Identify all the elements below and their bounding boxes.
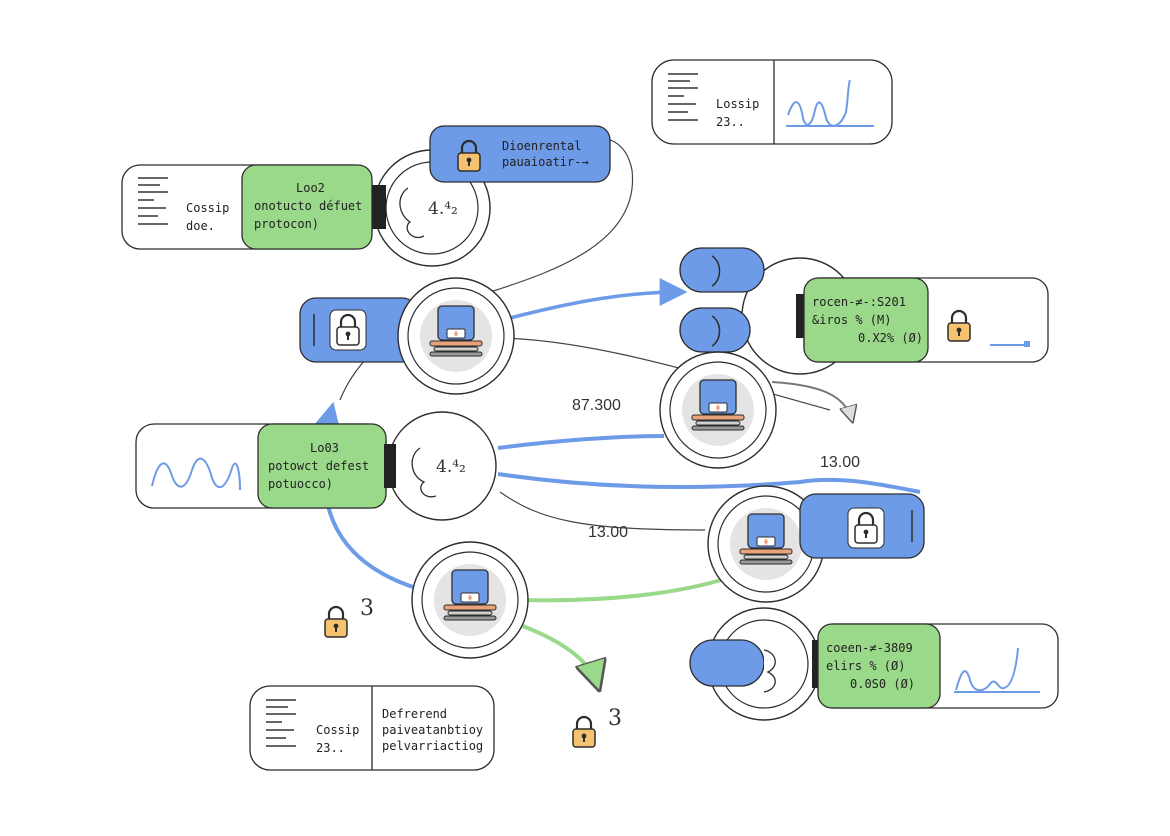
lock-icon — [323, 605, 349, 639]
card-top-right-text2: 23.. — [716, 115, 745, 129]
lock-pill-left — [299, 297, 419, 363]
edge-label-b: 13.00 — [820, 454, 860, 471]
card-left-top-text2: doe. — [186, 219, 215, 233]
card-right-bottom-green2: elirs % (Ø) — [826, 659, 905, 673]
edge-thin-mid — [499, 491, 706, 531]
waveform-icon — [151, 457, 241, 491]
right-bottom-cluster: coeen-≠-3809 elirs % (Ø) 0.0S0 (Ø) — [689, 607, 1059, 721]
card-right-bottom-green3: 0.0S0 (Ø) — [850, 677, 915, 691]
right-top-cluster: rocen-≠-:S201 &iros % (M) 0.X2% (Ø) — [679, 247, 1049, 375]
card-left-top-green1: Loo2 — [296, 181, 325, 195]
edge-gray-arrow — [771, 381, 852, 420]
edge-label-c: 13.00 — [588, 524, 628, 541]
card-left-mid-green2: potowct defest — [268, 459, 369, 473]
lock-number-left: 3 — [360, 596, 374, 621]
blue-pill-top: 4.⁴₂ Dioenrental pauaioatir-→ — [373, 125, 611, 267]
card-bottom: Cossip 23.. Defrerend paiveatanbtioy pel… — [249, 685, 495, 771]
card-bottom-right1: Defrerend — [382, 707, 447, 721]
blue-pill-line2: pauaioatir-→ — [502, 155, 589, 169]
edge-thin-long — [499, 337, 831, 411]
card-left-mid-green3: potuocco) — [268, 477, 333, 491]
laptop-node-2 — [659, 351, 777, 469]
waveform-icon — [787, 79, 851, 127]
laptop-node-4 — [411, 541, 529, 659]
card-left-mid: 4.⁴₂ Lo03 potowct defest potuocco) — [135, 411, 497, 521]
card-left-top: Cossip doe. Loo2 onotucto défuet protoco… — [121, 164, 386, 250]
edge-thin-top — [489, 137, 634, 293]
card-bottom-right2: paiveatanbtioy — [382, 723, 483, 737]
card-right-top-green1: rocen-≠-:S201 — [812, 295, 906, 309]
card-bottom-text1: Cossip — [316, 723, 359, 737]
card-right-bottom-green1: coeen-≠-3809 — [826, 641, 913, 655]
card-left-top-text1: Cossip — [186, 201, 229, 215]
card-right-top-green3: 0.X2% (Ø) — [858, 331, 923, 345]
edge-green-arrow — [519, 623, 598, 686]
card-top-right: Lossip 23.. — [651, 59, 893, 145]
dial-upper-value: 4.⁴₂ — [428, 199, 458, 219]
edge-blue-mid-1 — [497, 434, 665, 450]
card-bottom-right3: pelvarriactiog — [382, 739, 483, 753]
lock-pill-right — [799, 493, 925, 559]
blue-pill-line1: Dioenrental — [502, 139, 581, 153]
lock-icon — [571, 715, 597, 749]
edge-blue-mid-2 — [497, 472, 921, 494]
waveform-icon — [955, 647, 1019, 692]
edge-label-a: 87.300 — [572, 397, 621, 414]
card-top-right-text1: Lossip — [716, 97, 759, 111]
card-right-top-green2: &iros % (M) — [812, 313, 891, 327]
card-left-top-green3: protocon) — [254, 217, 319, 231]
lock-number-bottom: 3 — [608, 706, 622, 731]
laptop-node-1 — [397, 277, 515, 395]
card-bottom-text2: 23.. — [316, 741, 345, 755]
card-left-top-green2: onotucto défuet — [254, 199, 362, 213]
edge-blue-top — [509, 288, 684, 319]
dial-middle-value: 4.⁴₂ — [436, 457, 466, 477]
card-left-mid-green1: Lo03 — [310, 441, 339, 455]
